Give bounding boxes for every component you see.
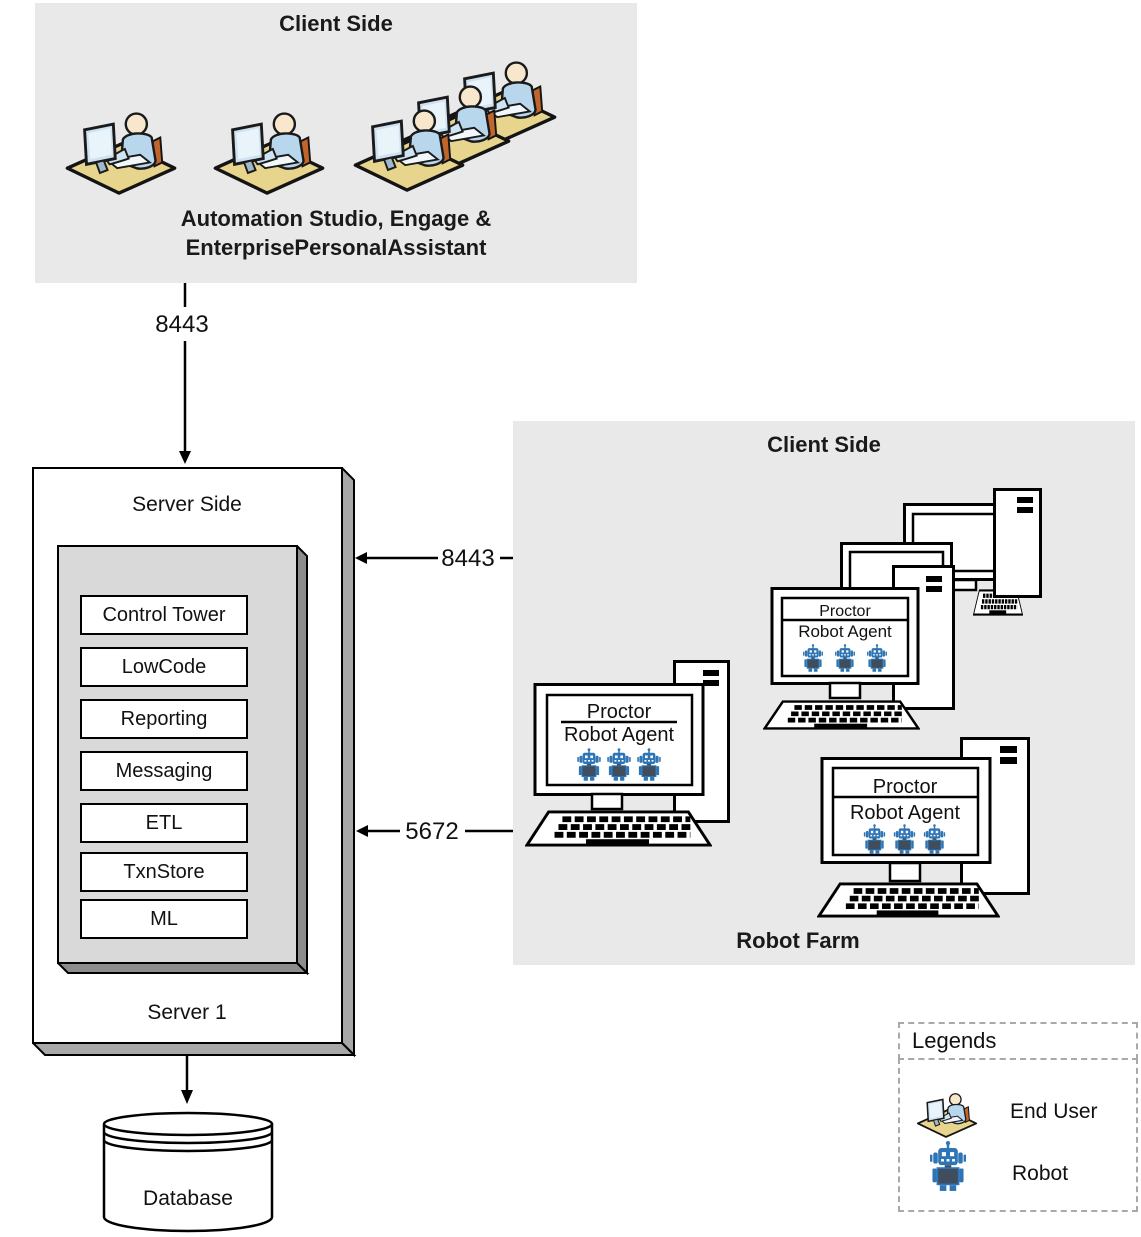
database-label: Database [143, 1187, 233, 1210]
keyboard-icon [527, 812, 710, 845]
server-side-box: Server Side Control Tower LowCode Report… [32, 467, 357, 1058]
computer-tower-icon [993, 488, 1042, 598]
port-label-8443-right: 8443 [441, 545, 494, 572]
screen-subtitle: Robot Agent [850, 802, 961, 824]
arrow-robots-to-server-amqp: 5672 [356, 818, 513, 845]
arrow-clients-to-server: 8443 [155, 283, 209, 464]
legend-label-robot: Robot [1012, 1162, 1069, 1185]
arrow-robots-to-server-https: 8443 [355, 545, 513, 572]
end-user-icon [915, 1088, 979, 1138]
screen-subtitle: Robot Agent [798, 622, 892, 641]
component-messaging: Messaging [80, 751, 248, 791]
arrow-server-to-database [181, 1056, 193, 1104]
legend-label-end-user: End User [1010, 1100, 1098, 1123]
proctor-workstation: Proctor Robot Agent [525, 683, 715, 848]
port-label-5672: 5672 [405, 818, 458, 845]
screen-title: Proctor [819, 603, 871, 620]
server1-label: Server 1 [147, 1001, 227, 1024]
end-user-icon [350, 100, 468, 192]
client-side-robots-title: Client Side [767, 432, 881, 457]
end-user-icon [210, 103, 328, 195]
end-user-icon [62, 103, 180, 195]
component-txnstore: TxnStore [80, 852, 248, 892]
client-side-users-title: Client Side [279, 11, 393, 36]
robot-farm-label: Robot Farm [736, 928, 860, 953]
screen-title: Proctor [873, 776, 938, 798]
client-side-robots-panel: Client Side Proctor [513, 421, 1135, 965]
robot-icon [930, 1140, 966, 1192]
keyboard-icon [819, 884, 998, 916]
proctor-workstation: Proctor Robot Agent [763, 587, 921, 730]
server1-box: Control Tower LowCode Reporting Messagin… [57, 545, 310, 976]
server-side-label: Server Side [132, 493, 242, 516]
screen-title: Proctor [587, 701, 652, 723]
port-label-8443-top: 8443 [155, 311, 208, 338]
caption-line-1: Automation Studio, Engage & [180, 206, 492, 231]
keyboard-icon [765, 702, 919, 729]
component-reporting: Reporting [80, 699, 248, 739]
client-side-users-panel: Client Side Automation Studio, Engage & … [35, 3, 637, 283]
arrowhead [181, 1090, 193, 1104]
legends-title: Legends [898, 1022, 1138, 1060]
legends-title-text: Legends [912, 1028, 997, 1053]
component-control-tower: Control Tower [80, 595, 248, 635]
arrowhead [179, 451, 191, 464]
database-cylinder: Database [102, 1111, 274, 1233]
component-lowcode: LowCode [80, 647, 248, 687]
client-apps-caption: Automation Studio, Engage & EnterprisePe… [35, 204, 637, 262]
legends-body: End User Robot [898, 1058, 1138, 1212]
component-ml: ML [80, 899, 248, 939]
component-etl: ETL [80, 803, 248, 843]
caption-line-2: EnterprisePersonalAssistant [185, 235, 487, 260]
screen-subtitle: Robot Agent [564, 724, 675, 746]
proctor-workstation: Proctor Robot Agent [817, 757, 1001, 918]
